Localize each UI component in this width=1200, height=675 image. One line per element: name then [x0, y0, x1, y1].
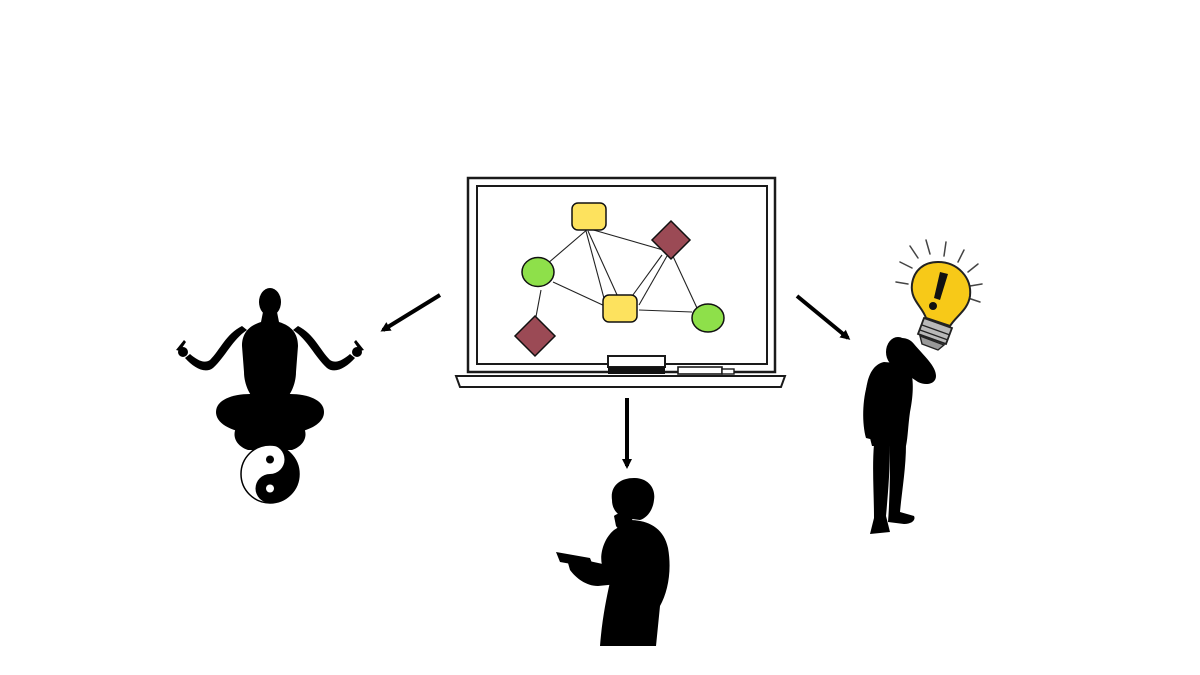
left-arm	[185, 326, 247, 371]
bulb-tip	[918, 334, 946, 351]
edge	[670, 251, 698, 309]
exclamation-mark	[934, 272, 948, 300]
node-maroon-left	[513, 314, 557, 358]
head	[611, 478, 655, 520]
feet	[234, 428, 306, 450]
board-edges	[534, 227, 698, 323]
board-eraser-pad	[608, 367, 665, 374]
edge	[585, 230, 606, 303]
arrow-to-meditation	[380, 293, 442, 332]
arrows	[380, 293, 851, 469]
node-green-right	[691, 303, 725, 333]
node-yellow-middle	[602, 294, 638, 323]
node-maroon-right	[650, 219, 692, 261]
whiteboard-icon	[454, 176, 787, 388]
meditating-person-icon	[176, 288, 364, 450]
node-yellow-top	[571, 202, 607, 231]
exclamation-dot	[929, 302, 937, 310]
board-marker	[677, 366, 723, 375]
edge	[638, 255, 668, 306]
edge	[587, 230, 619, 298]
thinking-person-icon	[863, 337, 936, 534]
right-fingers	[354, 340, 364, 351]
legs	[216, 394, 324, 436]
board-marker-cap	[721, 368, 735, 375]
edge	[589, 228, 671, 253]
bulb-base	[916, 316, 954, 346]
edge	[629, 254, 663, 300]
right-leg	[888, 444, 915, 524]
board-nodes	[513, 202, 725, 358]
torso	[242, 312, 298, 398]
left-leg	[870, 444, 890, 534]
edge	[552, 281, 608, 308]
person-reading-icon	[556, 478, 670, 646]
right-arm	[293, 326, 355, 371]
edge	[638, 309, 693, 313]
raised-arm	[888, 338, 936, 384]
lower-arm	[863, 382, 878, 440]
board-eraser	[607, 355, 666, 368]
torso	[600, 520, 670, 646]
lightbulb-exclamation-icon	[895, 239, 983, 351]
yin-yang-icon	[240, 444, 300, 504]
arrow-to-thinker	[795, 294, 851, 340]
torso	[865, 362, 913, 446]
board-tray	[454, 375, 787, 388]
left-fingers	[176, 340, 186, 351]
node-green-left	[521, 256, 555, 288]
book	[556, 552, 594, 568]
head	[259, 288, 281, 316]
